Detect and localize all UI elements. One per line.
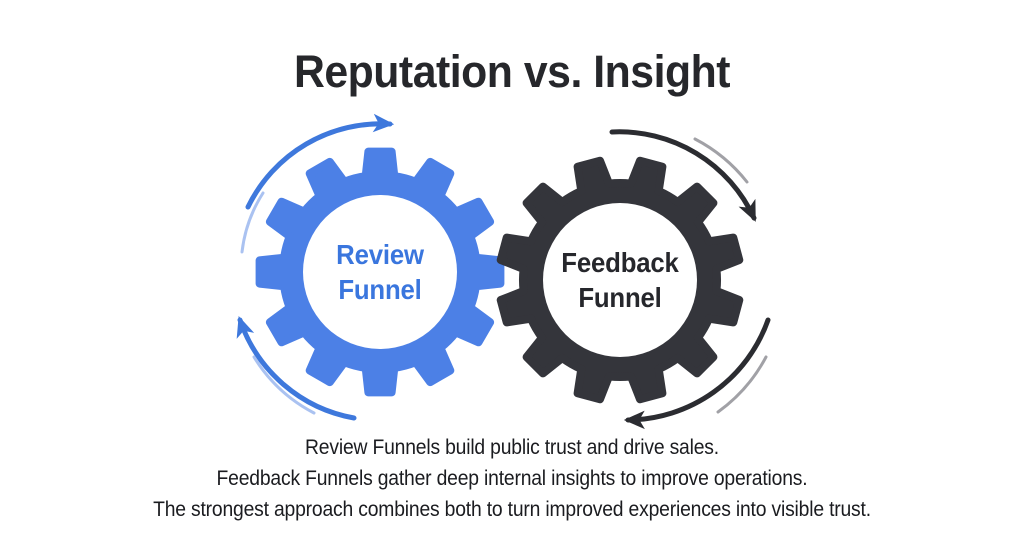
caption-block: Review Funnels build public trust and dr… xyxy=(0,432,1024,525)
review-rotation-arrow-bottom-icon xyxy=(236,316,357,421)
feedback-rotation-arrow-bottom-icon xyxy=(623,317,771,430)
review-faint-arc-bottom-icon xyxy=(252,355,316,415)
feedback-gear-icon xyxy=(496,156,744,404)
caption-line-1: Review Funnels build public trust and dr… xyxy=(305,436,719,459)
feedback-rotation-arrow-top-icon xyxy=(609,129,757,222)
review-gear-icon xyxy=(255,147,505,397)
review-rotation-arrow-top-icon xyxy=(245,113,395,210)
page-title: Reputation vs. Insight xyxy=(293,46,731,97)
caption-line-2: Feedback Funnels gather deep internal in… xyxy=(216,467,808,490)
feedback-faint-arc-bottom-icon xyxy=(716,355,768,414)
caption-line-3: The strongest approach combines both to … xyxy=(153,498,871,521)
feedback-faint-arc-top-icon xyxy=(693,137,749,184)
review-faint-arc-top-icon xyxy=(240,191,265,254)
review-funnel-label: Review Funnel xyxy=(336,239,424,305)
review-gear-center xyxy=(303,195,457,349)
feedback-gear-center xyxy=(543,203,697,357)
feedback-funnel-label: Feedback Funnel xyxy=(561,247,679,313)
